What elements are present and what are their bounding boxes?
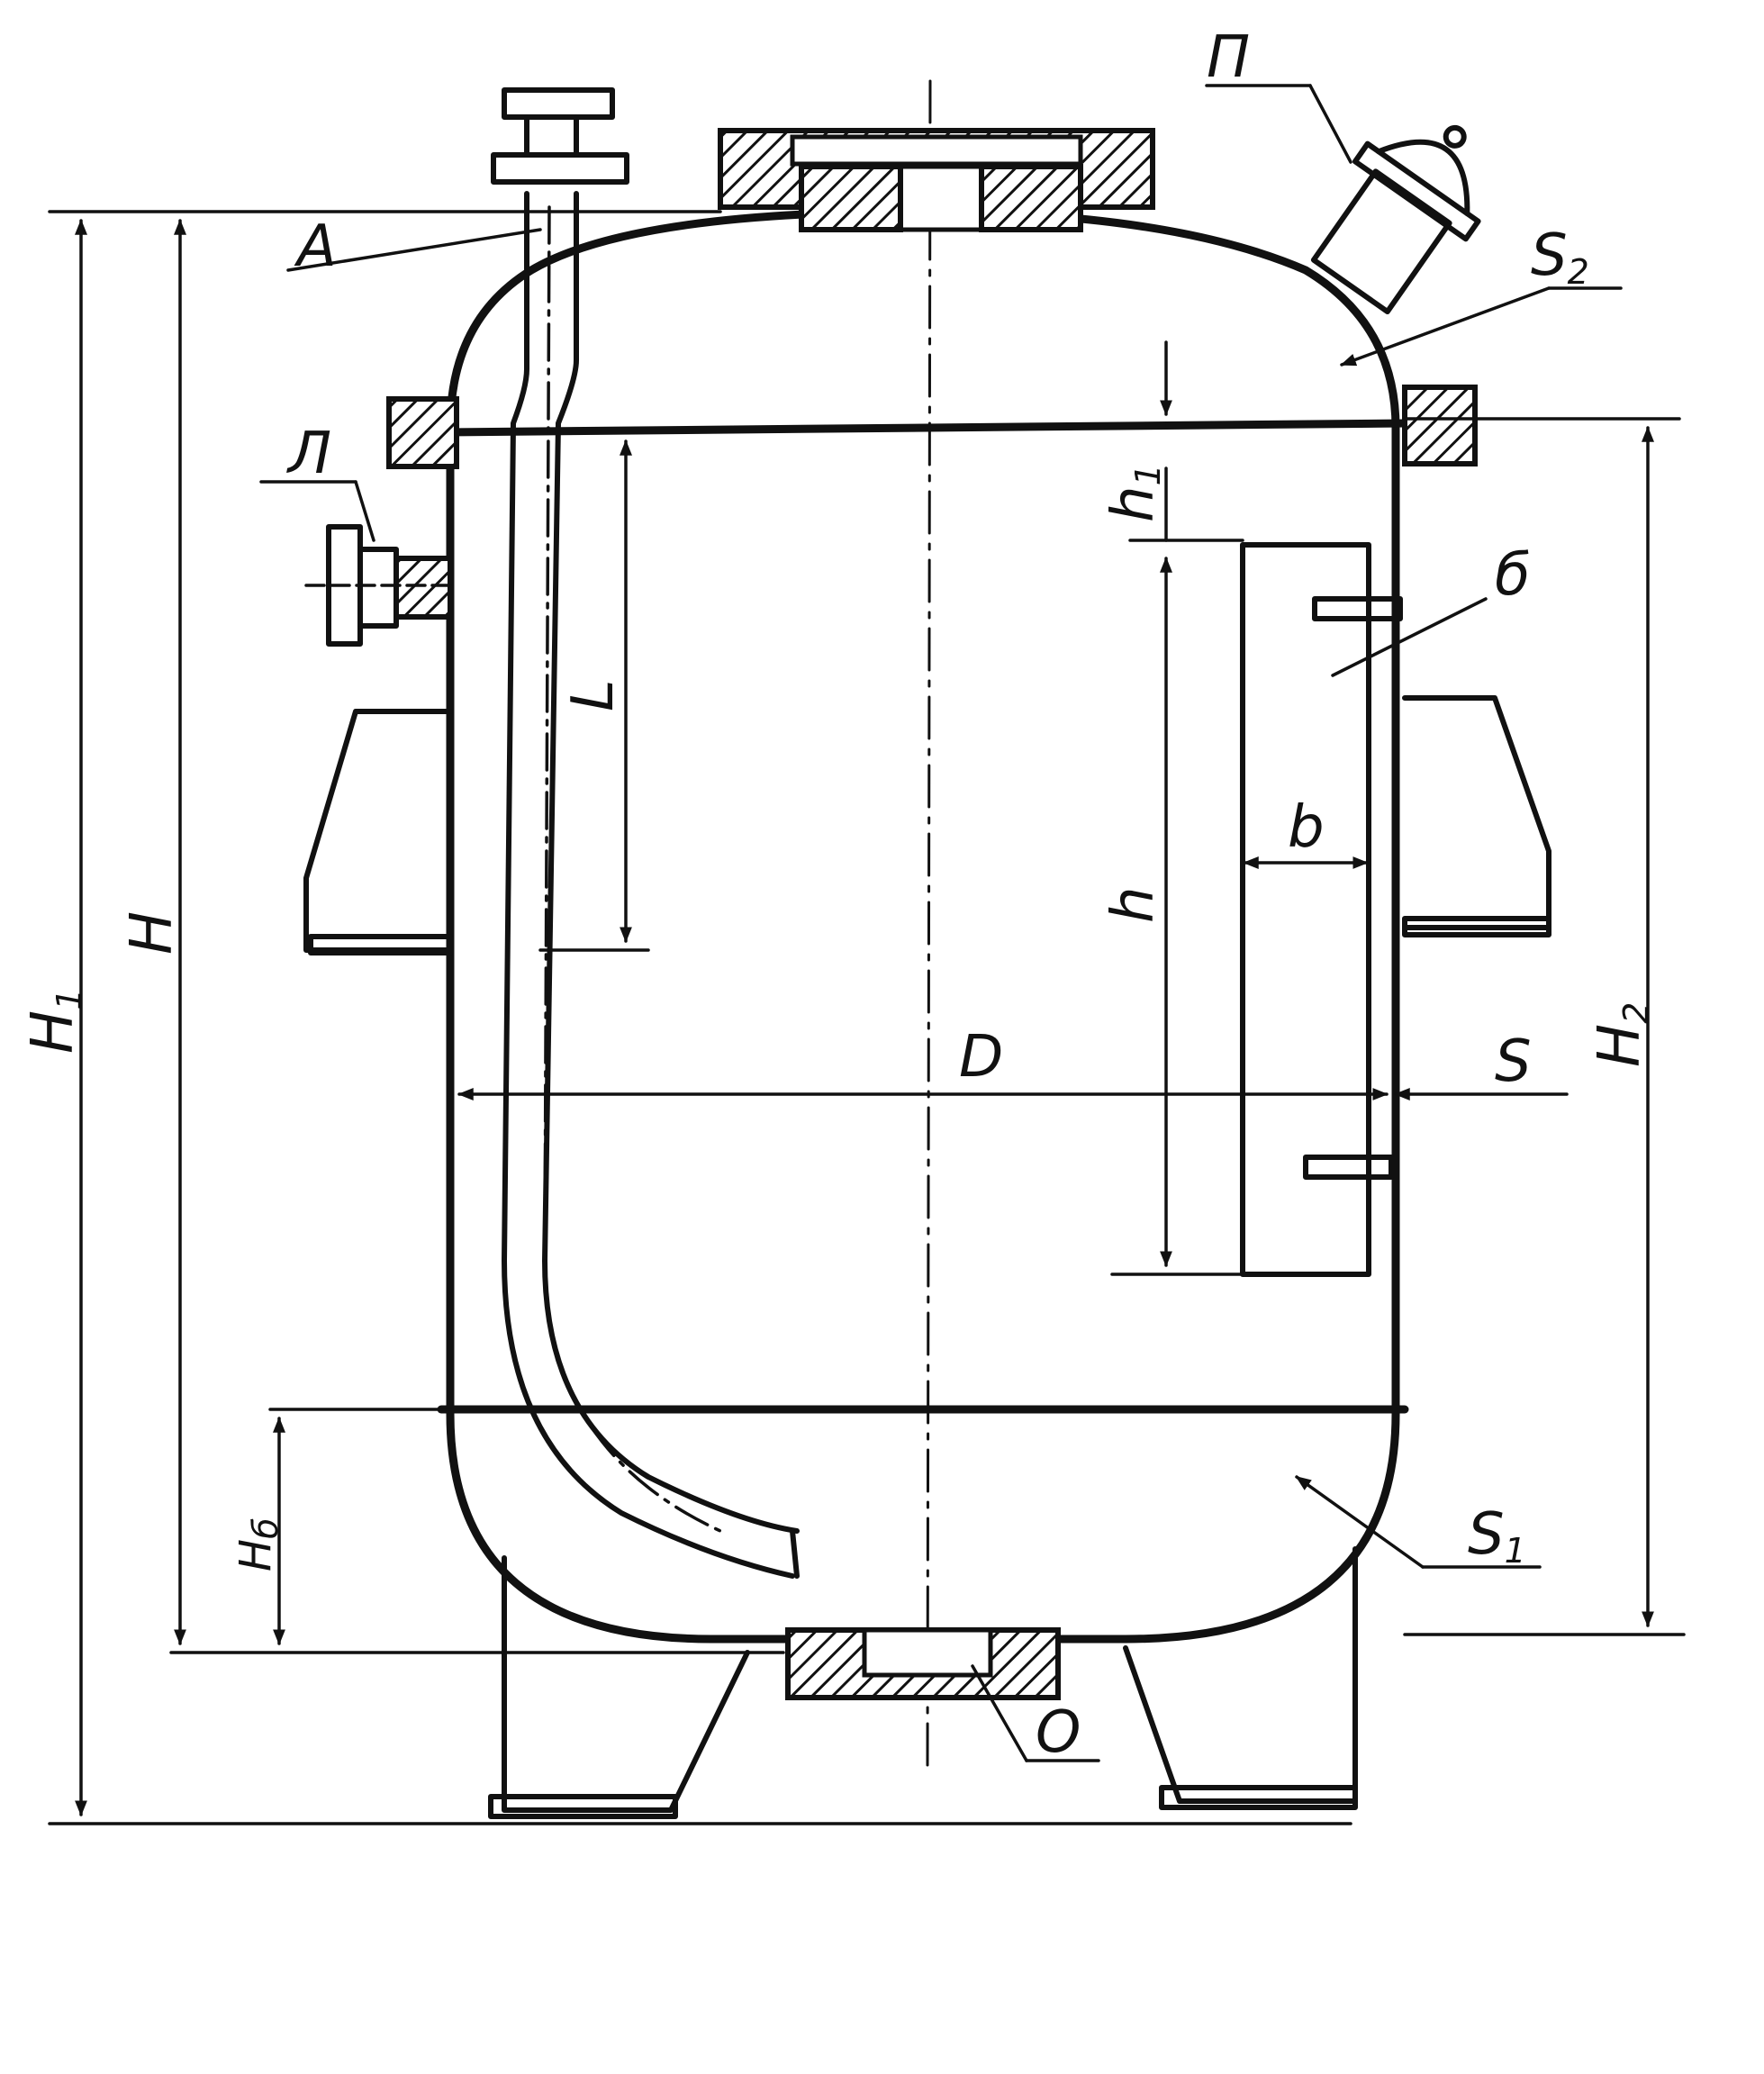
label-h-dimension: H bbox=[119, 911, 185, 955]
support-lug-left bbox=[303, 709, 453, 955]
label-d-dimension: D bbox=[959, 1024, 1003, 1091]
label-h-baffle-dimension: h bbox=[1100, 886, 1167, 923]
label-s2-thickness: S2 bbox=[1531, 222, 1589, 292]
vessel-shell bbox=[437, 207, 1409, 1644]
label-l-dimension: L bbox=[560, 679, 627, 711]
label-h1-dimension: H1 bbox=[20, 989, 89, 1054]
centre-line bbox=[926, 79, 932, 1767]
label-s1-thickness: S1 bbox=[1468, 1501, 1526, 1571]
label-hb-dimension: Hб bbox=[231, 1517, 285, 1571]
shell-flange-right bbox=[1402, 385, 1478, 466]
bottom-outlet-flange bbox=[785, 1627, 1061, 1700]
label-a-pipe: А bbox=[294, 213, 337, 280]
side-nozzle bbox=[304, 524, 453, 647]
label-delta-baffle: б bbox=[1495, 542, 1530, 609]
shell-flange-left bbox=[386, 396, 459, 469]
dimension-lines bbox=[48, 84, 1686, 1825]
top-hatch-flange bbox=[718, 128, 1155, 232]
baffle-plate bbox=[1240, 542, 1403, 1277]
label-o-outlet: О bbox=[1036, 1699, 1081, 1766]
label-pi-nozzle: П bbox=[1207, 24, 1250, 91]
label-h2-dimension: H2 bbox=[1587, 1002, 1656, 1067]
inclined-nozzle bbox=[1310, 124, 1481, 315]
label-lambda-nozzle: Л bbox=[286, 421, 331, 487]
label-h1-baffle-dimension: h1 bbox=[1100, 464, 1168, 522]
support-legs bbox=[488, 1546, 1358, 1819]
label-b-dimension: b bbox=[1288, 794, 1325, 861]
support-lug-right bbox=[1402, 695, 1551, 937]
label-s-thickness: S bbox=[1495, 1028, 1532, 1095]
dip-pipe bbox=[491, 87, 800, 1579]
